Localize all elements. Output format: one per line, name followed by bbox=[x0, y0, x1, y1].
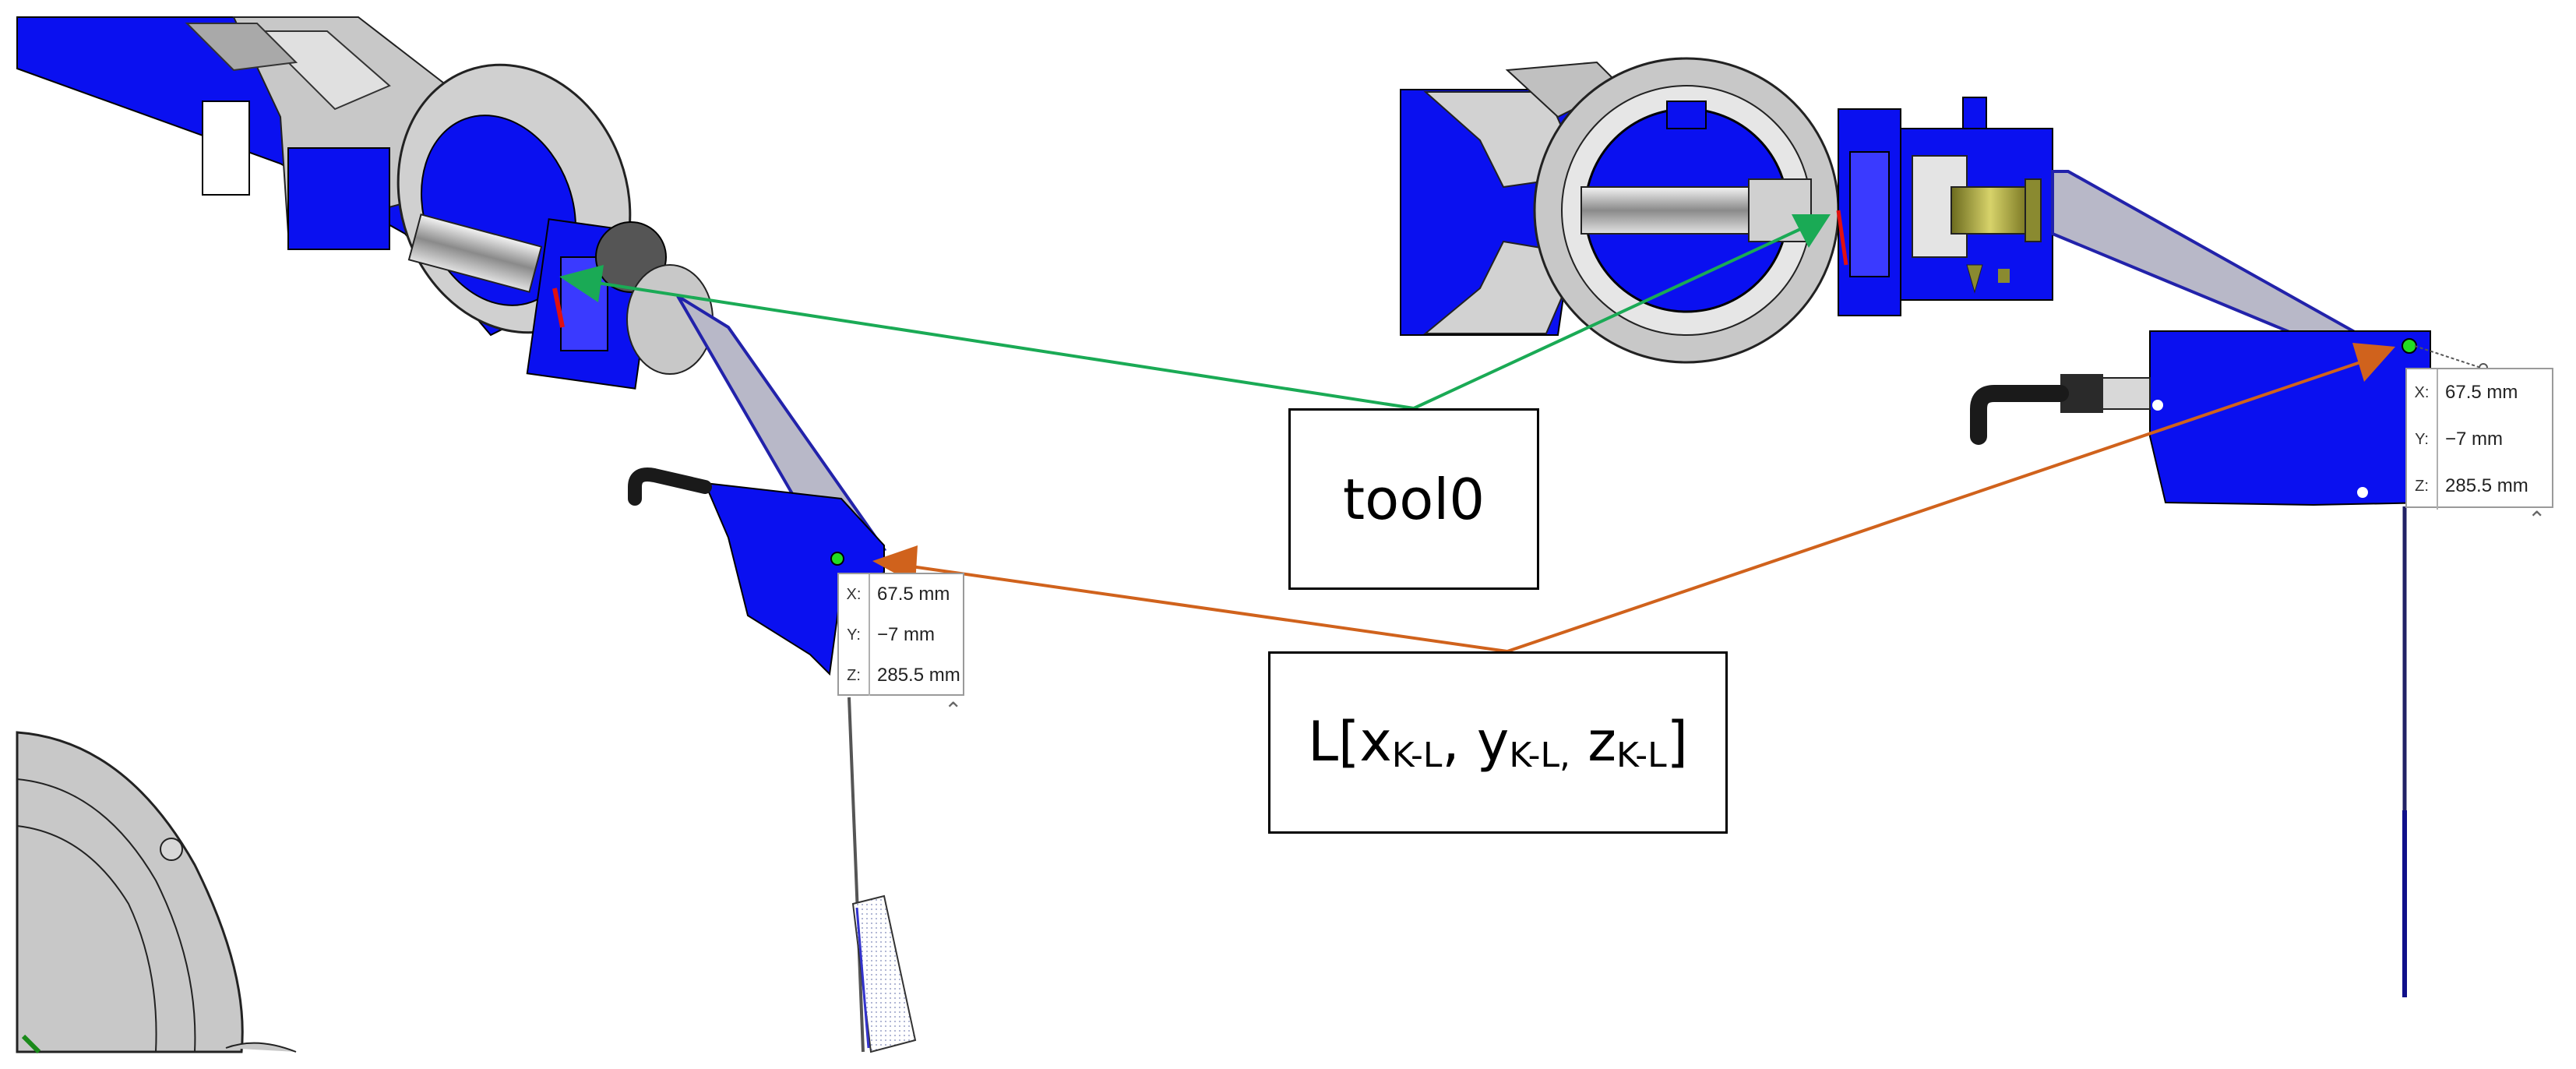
L-point-label: L[xK-L, yK-L, zK-L] bbox=[1268, 651, 1728, 834]
coord-value-x: 67.5 mm bbox=[2445, 382, 2518, 403]
right-gray-link bbox=[2051, 170, 2364, 349]
right-robot-view bbox=[1400, 57, 2488, 997]
left-hose bbox=[628, 467, 712, 506]
tool0-label: tool0 bbox=[1288, 408, 1539, 590]
coord-row-y: Y: −7 mm bbox=[2407, 416, 2552, 463]
right-end-effector bbox=[2149, 330, 2431, 506]
caret-up-icon[interactable]: ⌃ bbox=[2528, 506, 2546, 532]
coord-value-y: −7 mm bbox=[2445, 429, 2504, 450]
tool0-arrows bbox=[559, 214, 1831, 410]
coord-row-x: X: 67.5 mm bbox=[2407, 369, 2552, 416]
L-arrow-left bbox=[911, 565, 1508, 653]
left-base-wheel bbox=[16, 731, 297, 1054]
right-hose bbox=[1970, 385, 2069, 445]
coord-value-y: −7 mm bbox=[877, 624, 936, 645]
coord-tooltip-left: X: 67.5 mm Y: −7 mm Z: 285.5 mm bbox=[837, 573, 964, 696]
tool0-arrowhead-right bbox=[1792, 214, 1831, 248]
tool0-arrow-right bbox=[1413, 224, 1808, 410]
L-arrowhead-right bbox=[2352, 343, 2395, 382]
coord-row-z: Z: 285.5 mm bbox=[839, 655, 963, 696]
L-point-label-text: L[xK-L, yK-L, zK-L] bbox=[1308, 710, 1688, 775]
coord-row-z: Z: 285.5 mm bbox=[2407, 463, 2552, 510]
coord-tooltip-right: X: 67.5 mm Y: −7 mm Z: 285.5 mm bbox=[2405, 368, 2553, 510]
L-arrow-right bbox=[1506, 361, 2361, 653]
coord-value-z: 285.5 mm bbox=[2445, 475, 2528, 496]
tool0-arrowhead-left bbox=[559, 265, 604, 302]
left-robot-view bbox=[16, 16, 917, 1054]
left-end-effector bbox=[703, 482, 885, 676]
coord-value-z: 285.5 mm bbox=[877, 665, 960, 686]
coord-row-x: X: 67.5 mm bbox=[839, 574, 963, 615]
right-shaft bbox=[1580, 186, 1750, 235]
tool0-arrow-left bbox=[591, 280, 1415, 410]
coord-row-y: Y: −7 mm bbox=[839, 615, 963, 655]
caret-up-icon[interactable]: ⌃ bbox=[944, 697, 963, 723]
coord-value-x: 67.5 mm bbox=[877, 584, 950, 605]
tool0-label-text: tool0 bbox=[1342, 466, 1485, 532]
